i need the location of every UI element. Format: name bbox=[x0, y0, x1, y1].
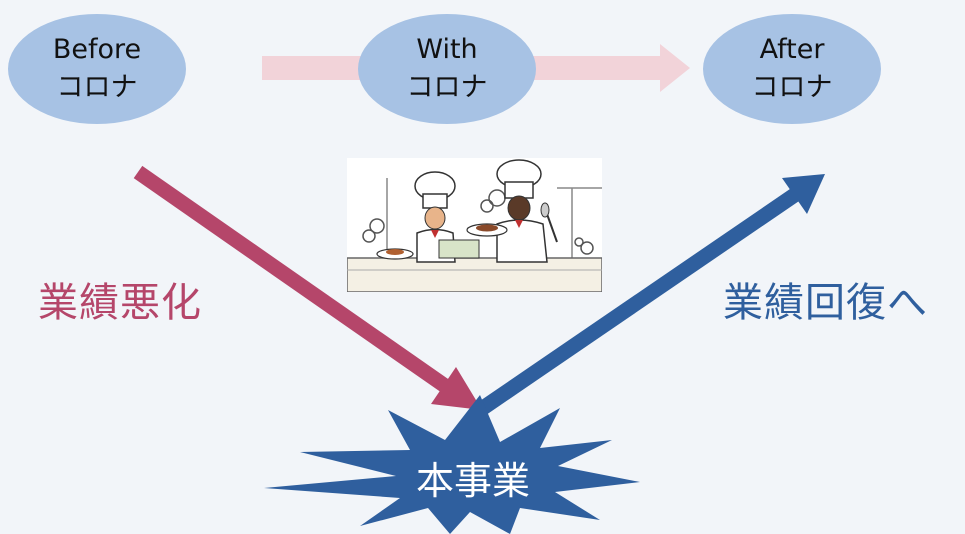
stage-after-line1: After bbox=[759, 34, 825, 65]
chef-right bbox=[466, 159, 558, 263]
project-burst bbox=[264, 395, 640, 534]
stage-with-line2: コロナ bbox=[406, 72, 488, 103]
chef-left bbox=[376, 171, 480, 263]
stage-before-line2: コロナ bbox=[56, 72, 138, 103]
label-performance-worsening: 業績悪化 bbox=[38, 280, 202, 326]
label-performance-recovery: 業績回復へ bbox=[723, 280, 928, 326]
stage-before-corona: Before コロナ bbox=[8, 14, 186, 124]
chefs-drawing bbox=[346, 159, 603, 293]
stage-after-corona: After コロナ bbox=[703, 14, 881, 124]
stage-with-corona: With コロナ bbox=[358, 14, 536, 124]
chefs-illustration bbox=[346, 158, 603, 293]
label-this-project: 本事業 bbox=[415, 459, 530, 503]
stage-after-line2: コロナ bbox=[751, 72, 833, 103]
decline-arrow bbox=[133, 165, 482, 410]
stage-with-line1: With bbox=[416, 34, 478, 65]
recovery-arrow bbox=[475, 174, 825, 417]
stage-before-line1: Before bbox=[52, 34, 142, 65]
timeline-arrow bbox=[262, 44, 690, 92]
